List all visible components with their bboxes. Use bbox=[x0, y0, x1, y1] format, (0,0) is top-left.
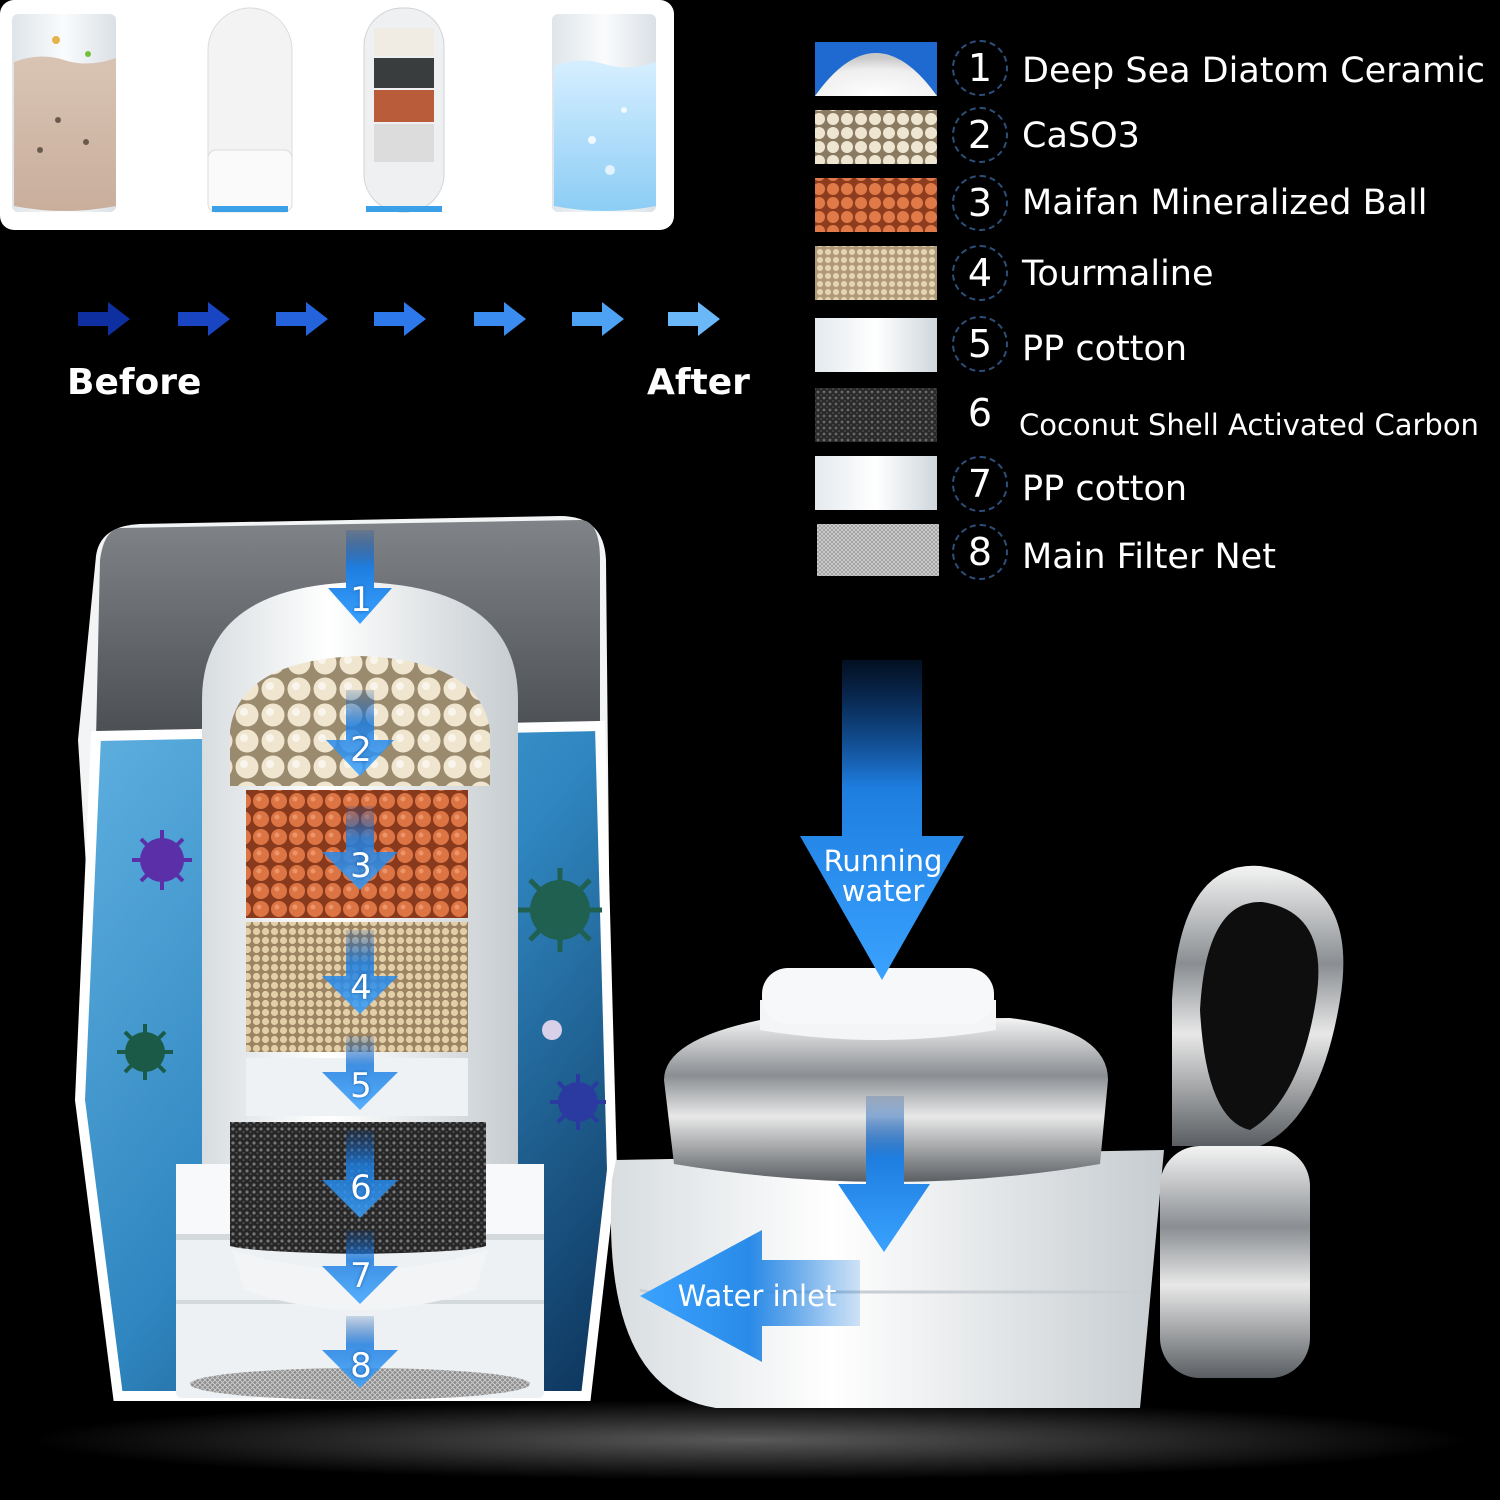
swatch-maifan bbox=[815, 178, 937, 232]
down-arrow-icon bbox=[838, 1096, 930, 1252]
running-water-label: Running water bbox=[823, 844, 943, 909]
legend-label-8: Main Filter Net bbox=[1022, 537, 1276, 577]
stage-number-2: 2 bbox=[350, 730, 372, 770]
floor-reflection bbox=[30, 1400, 1470, 1480]
swatch-filter-net bbox=[817, 524, 939, 576]
swatch-ceramic bbox=[815, 42, 937, 96]
bacteria-icon bbox=[132, 830, 192, 890]
before-label: Before bbox=[67, 362, 202, 403]
legend-label-4: Tourmaline bbox=[1022, 254, 1214, 294]
stage-number-6: 6 bbox=[350, 1168, 372, 1208]
legend-number-4: 4 bbox=[952, 245, 1008, 301]
swatch-caso3 bbox=[815, 110, 937, 164]
cutaway-cartridge-icon bbox=[363, 7, 445, 213]
dirty-water-glass-icon bbox=[12, 14, 116, 212]
flow-arrow-icon bbox=[78, 302, 130, 336]
swatch-pp-cotton bbox=[815, 318, 937, 372]
legend-number-7: 7 bbox=[952, 456, 1008, 512]
flow-arrow-icon bbox=[374, 302, 426, 336]
flow-arrow-icon bbox=[178, 302, 230, 336]
stage-number-5: 5 bbox=[350, 1066, 372, 1106]
before-after-illustration bbox=[12, 7, 656, 213]
legend-number-3: 3 bbox=[952, 175, 1008, 231]
legend-label-1: Deep Sea Diatom Ceramic bbox=[1022, 51, 1486, 91]
stage-number-1: 1 bbox=[350, 580, 372, 620]
particle-icon bbox=[542, 1020, 562, 1040]
flow-arrow-icon bbox=[276, 302, 328, 336]
flow-arrow-icon bbox=[474, 302, 526, 336]
internal-flow-arrows bbox=[322, 530, 398, 1388]
legend-number-1: 1 bbox=[952, 40, 1008, 96]
legend-swatches bbox=[815, 42, 939, 576]
flow-arrow-icon bbox=[572, 302, 624, 336]
stage-number-7: 7 bbox=[350, 1256, 372, 1296]
stage-number-3: 3 bbox=[350, 846, 372, 886]
before-after-panel bbox=[0, 0, 674, 230]
virus-icon bbox=[518, 868, 602, 952]
legend-label-3: Maifan Mineralized Ball bbox=[1022, 183, 1428, 223]
stage-number-8: 8 bbox=[350, 1346, 372, 1386]
legend-number-2: 2 bbox=[952, 107, 1008, 163]
legend-label-6: Coconut Shell Activated Carbon bbox=[1019, 408, 1479, 442]
stage-number-4: 4 bbox=[350, 968, 372, 1008]
ceramic-cartridge-icon bbox=[207, 7, 293, 213]
legend-label-2: CaSO3 bbox=[1022, 116, 1140, 156]
virus-icon bbox=[117, 1024, 173, 1080]
legend-number-5: 5 bbox=[952, 316, 1008, 372]
legend-label-5: PP cotton bbox=[1022, 329, 1188, 369]
faucet-spout-base bbox=[1160, 1146, 1310, 1378]
swatch-carbon bbox=[815, 388, 937, 442]
water-inlet-arrow-icon bbox=[640, 1230, 860, 1362]
legend-number-8: 8 bbox=[952, 524, 1008, 580]
faucet-inlet-cap bbox=[762, 968, 994, 1024]
swatch-tourmaline bbox=[815, 246, 937, 300]
flow-arrow-icon bbox=[668, 302, 720, 336]
after-label: After bbox=[647, 362, 750, 403]
swatch-pp-cotton-2 bbox=[815, 456, 937, 510]
running-water-arrow-icon bbox=[800, 660, 964, 980]
legend-number-6: 6 bbox=[967, 391, 993, 435]
water-inlet-label: Water inlet bbox=[677, 1279, 837, 1313]
bacteria-icon bbox=[550, 1074, 606, 1130]
legend-label-7: PP cotton bbox=[1022, 469, 1188, 509]
clean-water-glass-icon bbox=[552, 14, 656, 212]
